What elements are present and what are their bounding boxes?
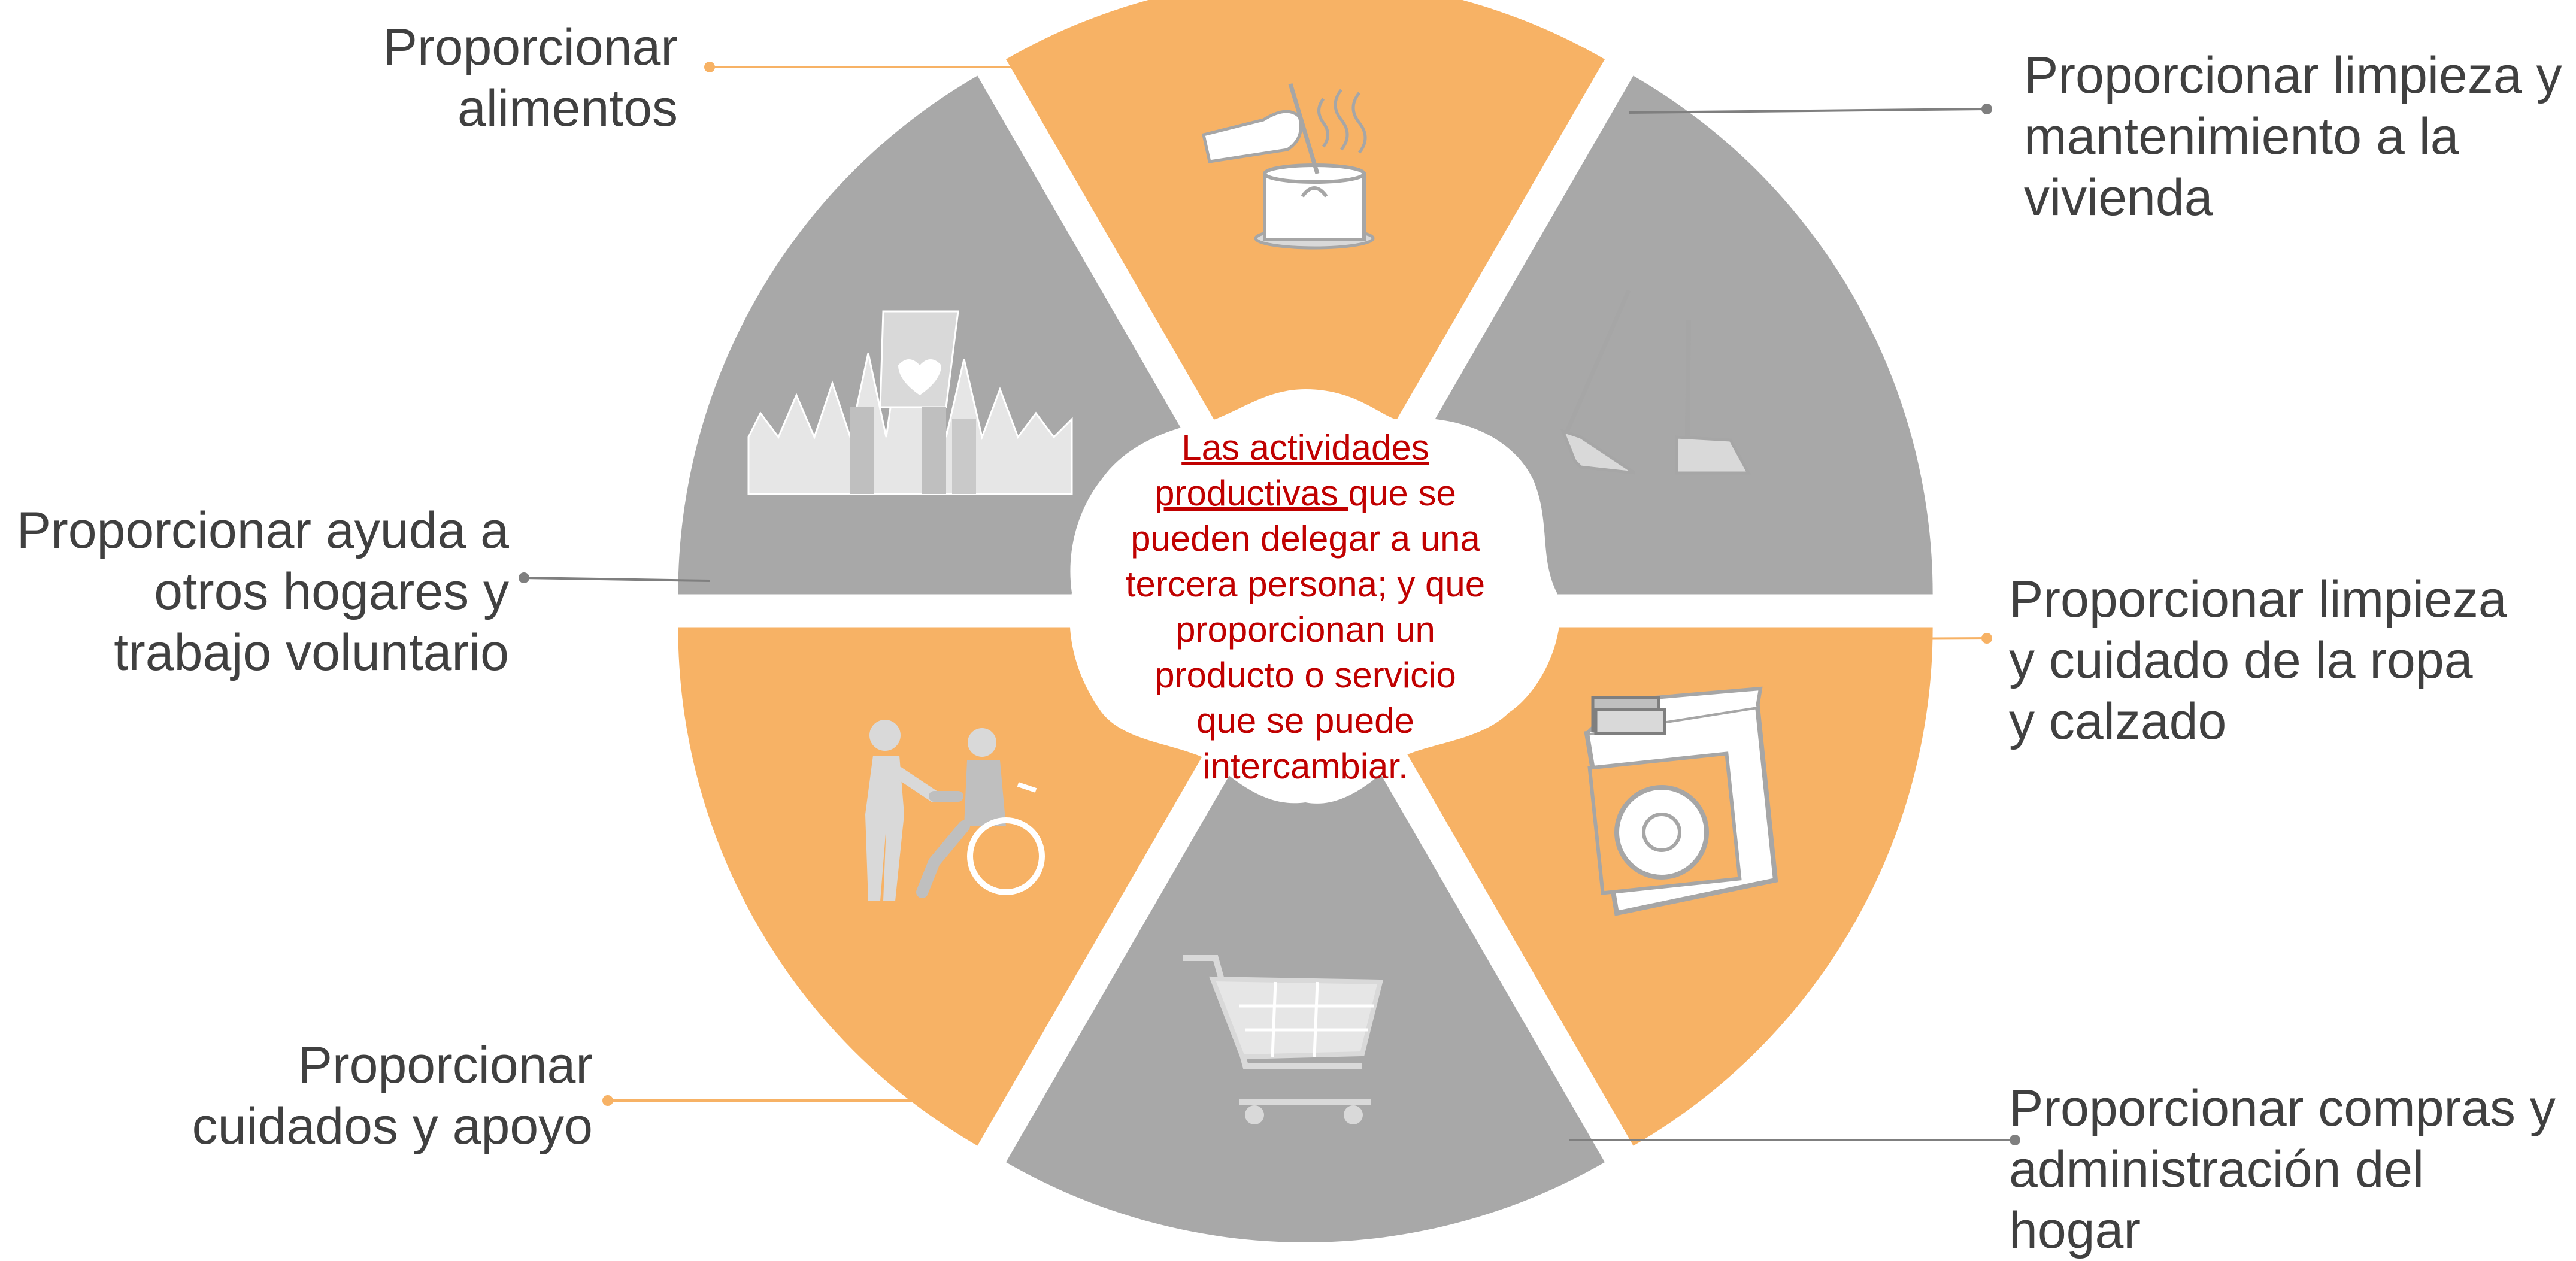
center-line: producto o servicio (1154, 655, 1456, 695)
center-line: intercambiar. (1202, 746, 1408, 786)
wheelchair-care-icon (865, 720, 1045, 901)
label-line: y calzado (2009, 693, 2227, 750)
label-compras: Proporcionar compras y administración de… (2009, 1078, 2556, 1261)
label-line: alimentos (457, 80, 678, 137)
wedge-alimentos (1006, 0, 1605, 578)
center-line: tercera persona; y que (1125, 564, 1486, 604)
label-line: Proporcionar (383, 19, 678, 76)
label-line: Proporcionar limpieza (2009, 571, 2507, 628)
center-line: pueden delegar a una (1131, 519, 1480, 559)
label-line: Proporcionar compras y (2009, 1080, 2556, 1137)
label-line: Proporcionar ayuda a (16, 502, 509, 559)
center-text-rest: que se (1348, 473, 1456, 513)
center-line: que se puede (1196, 701, 1414, 741)
label-ayuda: Proporcionar ayuda a otros hogares y tra… (17, 500, 509, 683)
center-blob (1069, 389, 1560, 804)
center-line: productivas que se (1096, 471, 1515, 516)
label-line: cuidados y apoyo (192, 1098, 593, 1155)
center-description: Las actividades productivas que se puede… (1096, 425, 1515, 789)
label-limpieza-vivienda: Proporcionar limpieza y mantenimiento a … (2024, 45, 2562, 228)
label-line: vivienda (2024, 169, 2213, 226)
center-line: Las actividades (1096, 425, 1515, 471)
connector-compras (1569, 1135, 2020, 1145)
label-line: y cuidado de la ropa (2009, 632, 2473, 689)
label-ropa: Proporcionar limpieza y cuidado de la ro… (2009, 569, 2507, 752)
label-line: otros hogares y (154, 563, 509, 620)
raised-hands-icon (747, 310, 1073, 495)
label-line: Proporcionar limpieza y (2024, 47, 2562, 104)
label-cuidados: Proporcionar cuidados y apoyo (192, 1035, 593, 1157)
center-underlined-text: productivas (1154, 473, 1348, 513)
broom-dustpan-icon (1560, 289, 1751, 475)
shopping-cart-icon (1183, 955, 1384, 1124)
connector-limpieza-vivienda (1628, 104, 1992, 114)
label-alimentos: Proporcionar alimentos (383, 17, 678, 139)
connector-alimentos (704, 62, 1043, 72)
connector-cuidados (602, 1095, 961, 1106)
washing-machine-icon (1584, 686, 1778, 916)
connector-ayuda (519, 572, 710, 583)
label-line: trabajo voluntario (114, 624, 509, 681)
center-line: proporcionan un (1175, 610, 1435, 650)
label-line: administración del (2009, 1141, 2425, 1198)
label-line: Proporcionar (298, 1036, 593, 1094)
wedge-cuidados (678, 627, 1277, 1146)
center-underlined-text: Las actividades (1181, 428, 1429, 468)
cooking-pot-icon (1202, 83, 1375, 250)
wedge-compras (1006, 644, 1605, 1242)
label-line: mantenimiento a la (2024, 108, 2459, 165)
label-line: hogar (2009, 1202, 2141, 1259)
connector-ropa (1772, 633, 1992, 644)
